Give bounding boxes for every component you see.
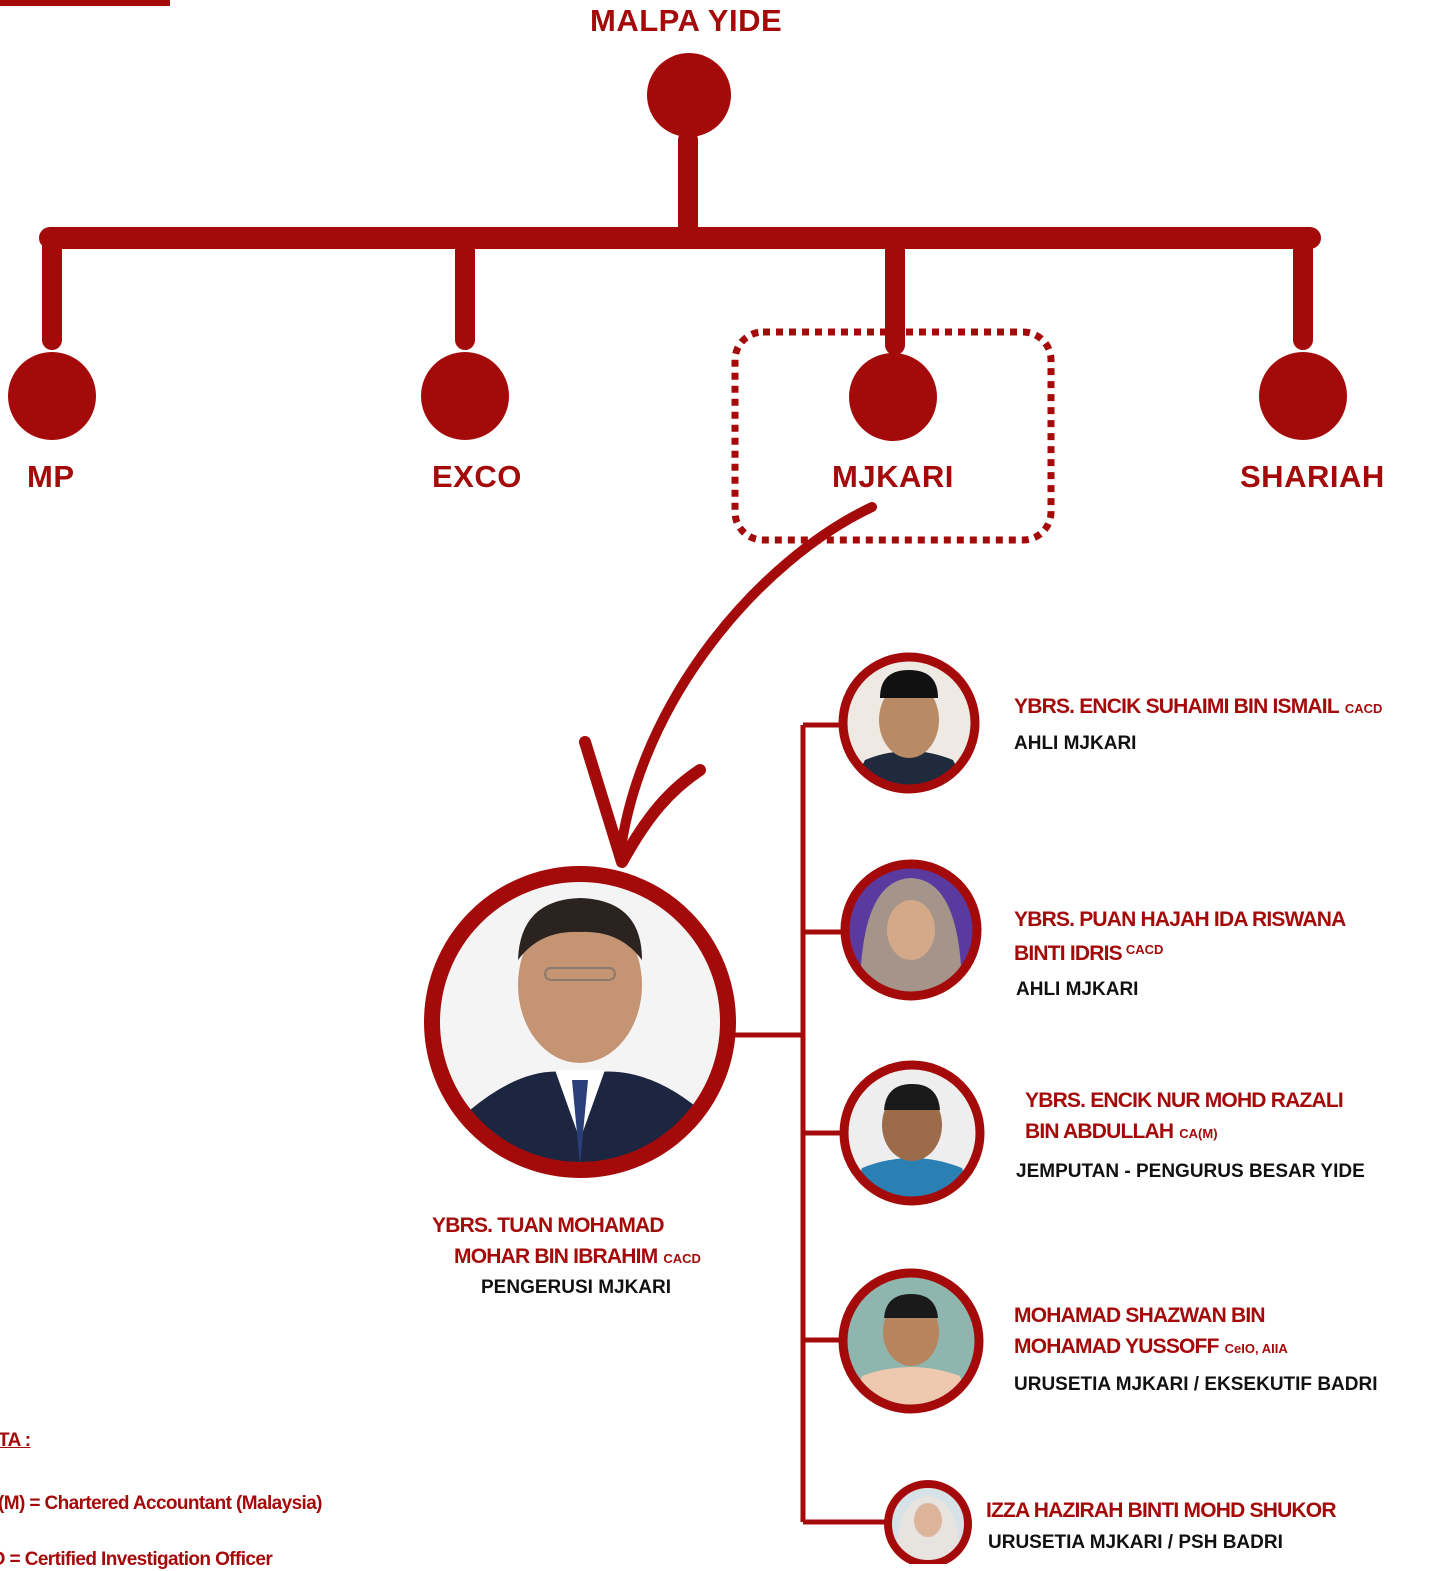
node-mjkari [849,353,937,441]
member-3-name-line1: YBRS. ENCIK NUR MOHD RAZALI [1025,1089,1344,1112]
chairman-credential: CACD [663,1251,701,1266]
legend-line-1: (M) = Chartered Accountant (Malaysia) [0,1493,323,1514]
node-shariah [1259,352,1347,440]
chairman-name-line1: YBRS. TUAN MOHAMAD [432,1214,665,1237]
arrow-head [579,736,706,868]
curved-arrow [615,502,877,860]
member-2-credential: CACD [1125,942,1164,957]
member-4-role: URUSETIA MJKARI / EKSEKUTIF BADRI [1014,1374,1378,1395]
node-mp [8,352,96,440]
node-exco [421,352,509,440]
chairman-role: PENGERUSI MJKARI [481,1277,672,1298]
member-2-name-line1: YBRS. PUAN HAJAH IDA RISWANA [1014,908,1346,931]
root-label: MALPA YIDE [590,3,783,38]
branch-label-shariah: SHARIAH [1240,459,1385,494]
chairman-photo [424,866,736,1178]
branch-label-exco: EXCO [432,459,522,494]
legend-line-2: IO = Certified Investigation Officer [0,1549,273,1570]
member-3-photo [839,1060,985,1206]
branch-label-mp: MP [27,459,75,494]
member-3-credential: CA(M) [1179,1126,1218,1141]
member-3-role: JEMPUTAN - PENGURUS BESAR YIDE [1016,1161,1365,1182]
member-2-photo [840,859,982,1001]
root-node [647,53,731,137]
member-1-photo [838,652,980,794]
member-1-credential: CACD [1344,701,1383,716]
member-1-role: AHLI MJKARI [1014,733,1137,754]
member-4-photo [838,1268,984,1414]
branch-label-mjkari: MJKARI [832,459,954,494]
mjkari-highlight-box [731,328,1055,544]
member-2-role: AHLI MJKARI [1016,979,1139,1000]
member-4-name-line1: MOHAMAD SHAZWAN BIN [1014,1304,1266,1327]
member-5-photo [884,1480,972,1564]
member-5-role: URUSETIA MJKARI / PSH BADRI [988,1532,1283,1553]
member-5-name: IZZA HAZIRAH BINTI MOHD SHUKOR [986,1499,1337,1522]
top-accent-bar [0,0,170,6]
legend-title: TA : [0,1430,31,1451]
member-4-credential: CeIO, AIIA [1224,1341,1288,1356]
